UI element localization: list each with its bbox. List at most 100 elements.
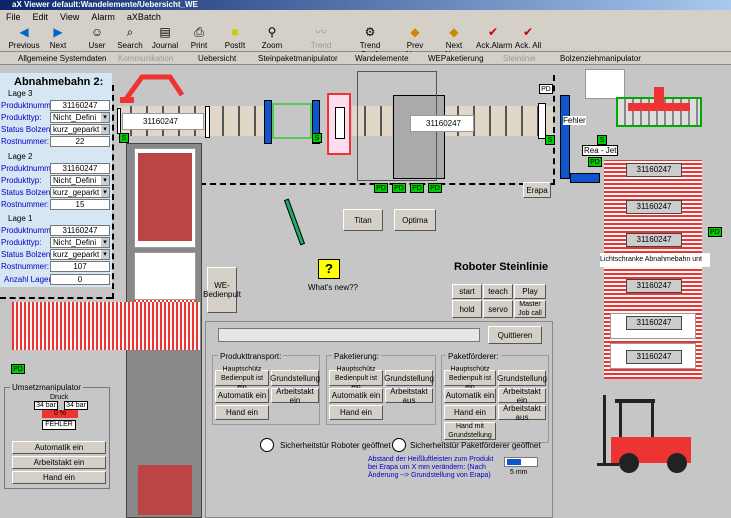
lage2-status-label: Status Bolzen:: [1, 188, 53, 197]
hauptschuetz-button-2[interactable]: Hauptschütz Bedienpult ist ein: [329, 366, 383, 391]
robot-servo-button[interactable]: servo: [483, 300, 513, 318]
umsetz-hand-button[interactable]: Hand ein: [12, 471, 106, 484]
gripper-stem: [654, 87, 664, 105]
hand-button-2[interactable]: Hand ein: [329, 405, 383, 420]
lage2-rost-value[interactable]: 15: [50, 199, 110, 210]
arbeitstakt-button-1[interactable]: Arbeitstakt ein: [271, 387, 319, 405]
robot-master-job-button[interactable]: Master Job call: [514, 300, 546, 318]
search-button[interactable]: ⌕Search: [117, 25, 143, 51]
arbeitstakt-ein-button-3[interactable]: Arbeitstakt ein: [498, 387, 546, 405]
nav-steinlinie[interactable]: Steinlinie: [503, 54, 536, 63]
message-field[interactable]: [218, 328, 480, 342]
abstand-slider[interactable]: [504, 457, 538, 467]
search-icon: ⌕: [126, 25, 134, 39]
sensor-s-label: S: [545, 135, 555, 145]
print-button[interactable]: ⎙Print: [189, 25, 209, 51]
erapa-button[interactable]: Erapa: [523, 182, 551, 198]
lage1-rost-value[interactable]: 107: [50, 261, 110, 272]
whats-new-label[interactable]: What's new??: [308, 283, 358, 292]
postit-label: PostIt: [224, 41, 246, 50]
lage3-status-select[interactable]: kurz_geparkt: [50, 124, 110, 135]
grundstellung-button-3[interactable]: Grundstellung: [497, 370, 547, 386]
hand-grundstellung-button[interactable]: Hand mit Grundstellung: [444, 422, 496, 440]
trend-button[interactable]: 〰Trend: [310, 26, 332, 51]
pd-indicator: PD: [410, 183, 424, 193]
automatik-button-1[interactable]: Automatik ein: [215, 388, 269, 403]
automatik-button-3[interactable]: Automatik ein: [444, 388, 496, 403]
menu-view[interactable]: View: [60, 12, 80, 22]
quittieren-button[interactable]: Quittieren: [488, 326, 542, 344]
hand-button-3[interactable]: Hand ein: [444, 405, 496, 420]
sensor-s-label: S: [312, 133, 322, 143]
optima-button[interactable]: Optima: [394, 209, 436, 231]
trend-label: Trend: [310, 41, 332, 50]
lane-item-red: [138, 153, 192, 241]
grundstellung-button-1[interactable]: Grundstellung: [270, 370, 320, 386]
paketfoerderer-title: Paketförderer:: [446, 352, 501, 361]
printer-icon: ⎙: [194, 25, 204, 39]
nav-uebersicht[interactable]: Uebersicht: [198, 54, 237, 63]
grundstellung-button-2[interactable]: Grundstellung: [384, 370, 434, 386]
automatik-button-2[interactable]: Automatik ein: [329, 388, 383, 403]
whats-new-icon[interactable]: ?: [318, 259, 340, 279]
journal-button[interactable]: ▤Journal: [151, 26, 179, 51]
lage2-status-select[interactable]: kurz_geparkt: [50, 187, 110, 198]
abstand-slider-thumb[interactable]: [507, 459, 521, 465]
postit-button[interactable]: ■PostIt: [224, 26, 246, 51]
next-label: Next: [49, 41, 67, 50]
menu-alarm[interactable]: Alarm: [91, 12, 115, 22]
lage3-rost-value[interactable]: 22: [50, 136, 110, 147]
menu-file[interactable]: File: [6, 12, 21, 22]
lage2-produktnummer-value[interactable]: 31160247: [50, 163, 110, 174]
arbeitstakt-button-2[interactable]: Arbeitstakt aus: [385, 387, 433, 405]
lage1-status-label: Status Bolzen:: [1, 250, 53, 259]
druck-label: Druck: [50, 394, 69, 401]
previous-button[interactable]: ◀Previous: [8, 26, 40, 51]
nav-wepaketierung[interactable]: WEPaketierung: [428, 54, 484, 63]
zoom-button[interactable]: ⚲Zoom: [260, 26, 284, 51]
product-block: [122, 113, 204, 130]
hand-button-1[interactable]: Hand ein: [215, 405, 269, 420]
lage1-header: Lage 1: [8, 214, 33, 223]
lage1-status-select[interactable]: kurz_geparkt: [50, 249, 110, 260]
conveyor-segment: [210, 106, 266, 136]
journal-label: Journal: [151, 41, 179, 50]
robot-start-button[interactable]: start: [452, 284, 482, 299]
menu-axbatch[interactable]: aXBatch: [126, 12, 161, 22]
hauptschuetz-button-1[interactable]: Hauptschütz Bedienpult ist ein: [215, 366, 269, 391]
lage1-produktnummer-value[interactable]: 31160247: [50, 225, 110, 236]
lane-slot: [134, 252, 196, 300]
next-button[interactable]: ▶Next: [46, 26, 70, 51]
product-number-1: 31160247: [143, 117, 178, 126]
menu-edit[interactable]: Edit: [32, 12, 49, 22]
stack-number: 31160247: [626, 350, 682, 364]
paketierung-group: [326, 355, 436, 425]
lage3-produkttyp-select[interactable]: Nicht_Defini: [50, 112, 110, 123]
nav-bolzenzieh[interactable]: Bolzenziehmanipulator: [560, 54, 641, 63]
anzahl-lager-value[interactable]: 0: [50, 274, 110, 285]
umsetz-automatik-button[interactable]: Automatik ein: [12, 441, 106, 454]
hauptschuetz-button-3[interactable]: Hauptschütz Bedienpult ist ein: [444, 366, 496, 391]
lage1-produkttyp-select[interactable]: Nicht_Defini: [50, 237, 110, 248]
robot-play-button[interactable]: Play: [514, 284, 546, 299]
plant-overview: Abnahmebahn 2: Lage 3 Produktnummer 3116…: [0, 65, 731, 518]
umsetz-arbeitstakt-button[interactable]: Arbeitstakt ein: [12, 456, 106, 469]
clamp-inner: [335, 107, 345, 139]
nav-steinpaket[interactable]: Steinpaketmanipulator: [258, 54, 338, 63]
robot-teach-button[interactable]: teach: [483, 284, 513, 299]
robot-hold-button[interactable]: hold: [452, 300, 482, 318]
nav-kommunikation[interactable]: Kommunikation: [118, 54, 174, 63]
user-button[interactable]: ☺User: [86, 26, 108, 51]
blue-gate: [312, 100, 320, 144]
we-bedienpult-button[interactable]: WE-Bedienpult: [203, 267, 241, 313]
pd-indicator: PD: [11, 364, 25, 374]
nav-systemdaten[interactable]: Allgemeine Systemdaten: [18, 54, 107, 63]
lage2-produkttyp-select[interactable]: Nicht_Defini: [50, 175, 110, 186]
arbeitstakt-aus-button-3[interactable]: Arbeitstakt aus: [498, 404, 546, 422]
prev-alarm-icon: ◆: [410, 25, 420, 39]
nav-wandelemente[interactable]: Wandelemente: [355, 54, 409, 63]
titan-button[interactable]: Titan: [343, 209, 383, 231]
ack-alarm-button[interactable]: ✔Ack.Alarm: [476, 26, 512, 51]
ack-all-button[interactable]: ✔Ack. All: [514, 26, 542, 51]
lage3-produktnummer-value[interactable]: 31160247: [50, 100, 110, 111]
